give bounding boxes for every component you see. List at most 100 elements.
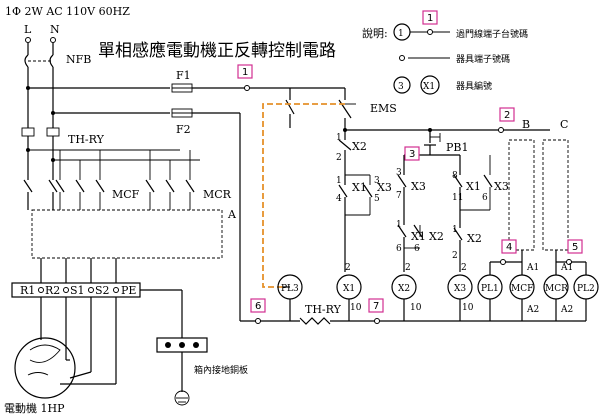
label-b: B (522, 118, 530, 131)
legend: 說明: 1 1 過門線端子台號碼 器具端子號碼 3 X1 器具編號 (362, 10, 528, 95)
svg-text:3: 3 (374, 176, 380, 186)
svg-text:X1: X1 (466, 180, 481, 193)
svg-text:PL3: PL3 (281, 284, 299, 294)
svg-text:A1: A1 (560, 263, 573, 273)
svg-text:2: 2 (452, 251, 458, 261)
svg-text:S2: S2 (95, 284, 110, 297)
motor-terminal-block: R1 R2 S1 S2 PE (11, 282, 183, 338)
svg-text:X1: X1 (423, 82, 435, 92)
svg-text:6: 6 (396, 244, 402, 254)
svg-text:4: 4 (506, 242, 512, 253)
label-a: A (227, 208, 237, 221)
wire-number-3 (404, 146, 420, 161)
svg-text:11: 11 (452, 193, 463, 203)
label-th-ry-bottom: TH-RY (305, 303, 342, 316)
legend-title: 說明: (362, 26, 388, 40)
svg-text:5: 5 (572, 242, 578, 253)
bottom-bus (240, 299, 587, 325)
svg-text:1: 1 (427, 13, 433, 24)
svg-text:R2: R2 (45, 284, 60, 297)
svg-text:X3: X3 (377, 181, 392, 194)
wire-number-4 (501, 239, 517, 254)
svg-text:10: 10 (410, 303, 422, 313)
terminal-L (25, 37, 31, 43)
svg-text:2: 2 (405, 263, 411, 273)
svg-text:6: 6 (255, 301, 261, 312)
ground-plate (156, 337, 208, 406)
svg-text:PL2: PL2 (577, 284, 595, 294)
ems-switch (290, 87, 356, 130)
svg-text:S1: S1 (70, 284, 85, 297)
svg-text:過門線端子台號碼: 過門線端子台號碼 (456, 28, 528, 40)
mcf-mcr-contacts (23, 148, 200, 210)
svg-text:MCF: MCF (511, 284, 533, 294)
svg-text:1: 1 (396, 220, 402, 230)
svg-text:5: 5 (374, 194, 380, 204)
label-ems: EMS (370, 102, 397, 115)
svg-text:3: 3 (396, 168, 402, 178)
svg-text:X3: X3 (454, 284, 466, 294)
ground-plate-label: 箱內接地銅板 (194, 364, 248, 376)
svg-text:R1: R1 (20, 284, 35, 297)
svg-text:10: 10 (462, 303, 474, 313)
nfb-breaker (24, 43, 54, 128)
motor-symbol (14, 297, 117, 399)
svg-text:8: 8 (452, 171, 458, 181)
svg-text:MCR: MCR (545, 284, 568, 294)
svg-text:PL1: PL1 (481, 284, 499, 294)
th-ry-contact (299, 317, 331, 325)
terminal-N (50, 37, 56, 43)
dashed-box-c (542, 139, 569, 251)
svg-text:A2: A2 (526, 305, 539, 315)
svg-text:1: 1 (452, 225, 458, 235)
label-c: C (560, 118, 568, 131)
svg-text:X1: X1 (352, 181, 367, 194)
wire-number-2 (499, 107, 515, 122)
svg-text:器具編號: 器具編號 (456, 80, 492, 92)
supply-spec: 1Φ 2W AC 110V 60HZ (5, 5, 130, 18)
svg-text:X1: X1 (343, 284, 355, 294)
svg-text:PE: PE (121, 284, 136, 297)
label-f1: F1 (176, 69, 191, 82)
wire-number-1 (237, 64, 253, 79)
label-mcr: MCR (203, 188, 232, 201)
svg-text:7: 7 (373, 301, 379, 312)
th-ry-main (21, 127, 60, 180)
svg-text:3: 3 (398, 82, 404, 92)
svg-text:A1: A1 (526, 263, 539, 273)
dashed-box-a (31, 209, 223, 259)
svg-text:7: 7 (396, 191, 402, 201)
svg-text:10: 10 (350, 303, 362, 313)
svg-text:3: 3 (409, 149, 415, 160)
label-th-ry-top: TH-RY (68, 133, 105, 146)
label-L: L (24, 23, 32, 36)
svg-text:2: 2 (345, 263, 351, 273)
svg-text:6: 6 (414, 244, 420, 254)
dashed-link-pl3 (262, 103, 345, 288)
svg-text:X2: X2 (398, 284, 410, 294)
svg-text:6: 6 (482, 193, 488, 203)
svg-text:X3: X3 (494, 180, 509, 193)
wire-number-7 (368, 298, 384, 313)
column-1 (338, 130, 373, 272)
label-nfb: NFB (66, 53, 91, 66)
svg-text:1: 1 (398, 29, 404, 39)
label-mcf: MCF (112, 188, 140, 201)
label-pb1: PB1 (446, 141, 468, 154)
diagram-title: 單相感應電動機正反轉控制電路 (98, 40, 336, 61)
svg-text:X2: X2 (467, 232, 482, 245)
svg-text:X2: X2 (352, 140, 367, 153)
lamp-row: PL3 X1 X2 X3 PL1 MCF MCR PL2 (277, 250, 599, 300)
wire-number-6 (250, 298, 266, 313)
dashed-box-b (508, 139, 535, 251)
motor-label: 電動機 1HP (4, 401, 65, 415)
svg-text:2: 2 (336, 153, 342, 163)
column-2 (397, 155, 423, 272)
svg-text:2: 2 (504, 110, 510, 121)
label-N: N (50, 23, 60, 36)
column-3 (453, 155, 493, 272)
svg-text:X1: X1 (411, 230, 426, 243)
svg-text:4: 4 (336, 194, 342, 204)
svg-text:X2: X2 (429, 230, 444, 243)
